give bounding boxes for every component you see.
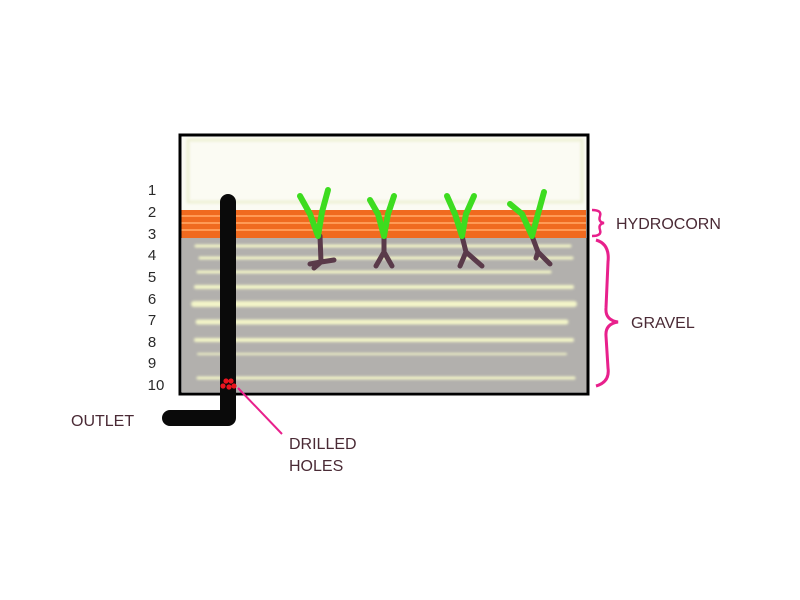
plant-roots: [373, 233, 395, 269]
plant-roots: [457, 233, 485, 269]
level-number: 8: [148, 334, 156, 351]
gravel-fill: [182, 238, 588, 392]
level-number: 6: [148, 291, 156, 308]
drilled-hole: [228, 378, 234, 384]
outlet-pipe: [162, 194, 236, 426]
drilled-holes-pointer: [237, 387, 283, 435]
hydrocorn-brace: [591, 208, 605, 238]
plant: [367, 193, 397, 269]
level-number: 2: [148, 204, 156, 221]
plant-roots: [307, 233, 337, 271]
plant-roots: [529, 233, 553, 267]
level-number: 4: [148, 247, 156, 264]
tank-air-space: [182, 137, 588, 211]
drilled-hole: [223, 378, 229, 384]
level-number: 1: [148, 182, 156, 199]
level-number: 3: [148, 226, 156, 243]
gravel-label: GRAVEL: [631, 315, 695, 332]
drilled-holes-label-line1: DRILLED: [289, 436, 357, 453]
level-number: 7: [148, 312, 156, 329]
tank-air-space-highlight: [186, 138, 584, 204]
level-numbers: 1 2 3 4 5 6 7 8 9 10: [148, 182, 165, 394]
plant-leaves: [444, 193, 477, 239]
level-number: 10: [148, 377, 165, 394]
plant-leaves: [297, 187, 331, 239]
plant-leaves: [507, 189, 547, 239]
plant: [297, 187, 337, 271]
drilled-holes-label-line2: HOLES: [289, 458, 343, 475]
plant: [444, 193, 485, 269]
drilled-hole: [220, 383, 226, 389]
hydrocorn-label: HYDROCORN: [616, 216, 721, 233]
drilled-hole: [231, 383, 237, 389]
outlet-label: OUTLET: [71, 413, 134, 430]
plants: [297, 187, 553, 271]
tank-outline: [178, 133, 590, 396]
drilled-holes: [220, 378, 237, 390]
plant-leaves: [367, 193, 397, 239]
level-number: 5: [148, 269, 156, 286]
drilled-hole: [226, 384, 232, 390]
gravel-brace: [595, 238, 619, 388]
plant: [507, 189, 553, 267]
gravel-layer: [182, 238, 588, 392]
level-number: 9: [148, 355, 156, 372]
